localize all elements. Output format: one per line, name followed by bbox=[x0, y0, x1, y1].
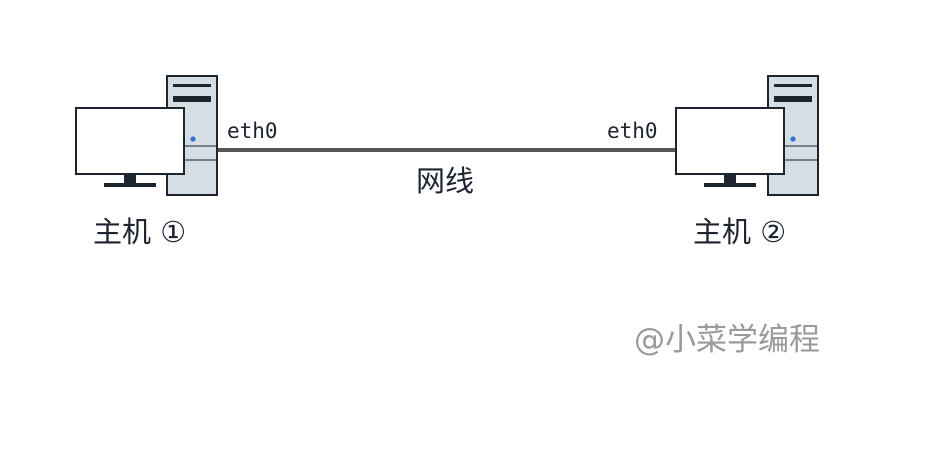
host-1-label: 主机 ① bbox=[93, 215, 186, 249]
desktop-computer-icon bbox=[75, 75, 218, 196]
cable-label: 网线 bbox=[416, 164, 474, 198]
desktop-computer-icon bbox=[675, 75, 819, 196]
host-2-interface-label: eth0 bbox=[607, 119, 658, 143]
host-2: eth0 主机 ② bbox=[607, 75, 819, 249]
watermark: @小菜学编程 bbox=[634, 322, 820, 358]
host-1: eth0 主机 ① bbox=[75, 75, 278, 249]
host-1-interface-label: eth0 bbox=[227, 119, 278, 143]
host-2-label: 主机 ② bbox=[693, 215, 786, 249]
